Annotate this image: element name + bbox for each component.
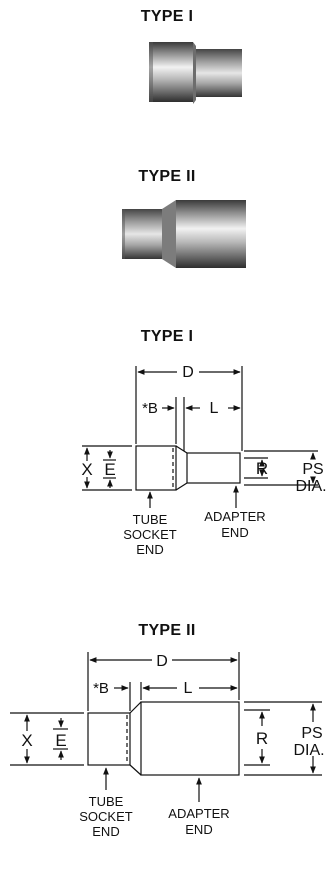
type2-dim-d: D (156, 653, 168, 670)
type1-adapter-line1: ADAPTER (204, 509, 265, 524)
type1-ps-line2: DIA. (295, 478, 326, 495)
type1-tube-line2: SOCKET (123, 527, 177, 542)
type1-dim-b: *B (142, 400, 158, 417)
type2-adapter-line2: END (185, 822, 212, 837)
type1-dim-l: L (210, 400, 219, 417)
type2-tube-line1: TUBE (89, 794, 124, 809)
type1-socket-body (135, 445, 177, 491)
type2-ps-line1: PS (301, 725, 322, 742)
type2-socket-body (87, 712, 131, 766)
drawing-type1-title: TYPE I (140, 328, 194, 345)
photo-type2-fitting (122, 200, 246, 268)
type2-dim-r: R (256, 729, 268, 748)
type2-adapter-line1: ADAPTER (168, 806, 229, 821)
type1-dim-d: D (182, 364, 194, 381)
type2-tube-line3: END (92, 824, 119, 839)
photo-type2-title: TYPE II (138, 168, 196, 185)
drawing-type2 (10, 652, 322, 802)
type1-adapter-body (186, 452, 241, 484)
type1-adapter-line2: END (221, 525, 248, 540)
type2-ps-line2: DIA. (293, 742, 324, 759)
type1-tube-line1: TUBE (133, 512, 168, 527)
type2-dim-b: *B (93, 680, 109, 697)
type2-tube-line2: SOCKET (79, 809, 133, 824)
drawing-type2-title: TYPE II (138, 622, 196, 639)
drawing-type1 (82, 366, 318, 508)
type1-dim-x: X (81, 460, 92, 479)
type1-tube-line3: END (136, 542, 163, 557)
type2-dim-x: X (21, 731, 32, 750)
type2-adapter-body (140, 701, 240, 776)
type1-ps-line1: PS (302, 461, 323, 478)
photo-type1-fitting (149, 42, 242, 104)
type2-dim-e: E (55, 731, 66, 750)
photo-type1-title: TYPE I (140, 8, 194, 25)
type1-dim-e: E (104, 460, 115, 479)
type2-dim-l: L (184, 680, 193, 697)
type1-dim-r: R (256, 459, 268, 478)
